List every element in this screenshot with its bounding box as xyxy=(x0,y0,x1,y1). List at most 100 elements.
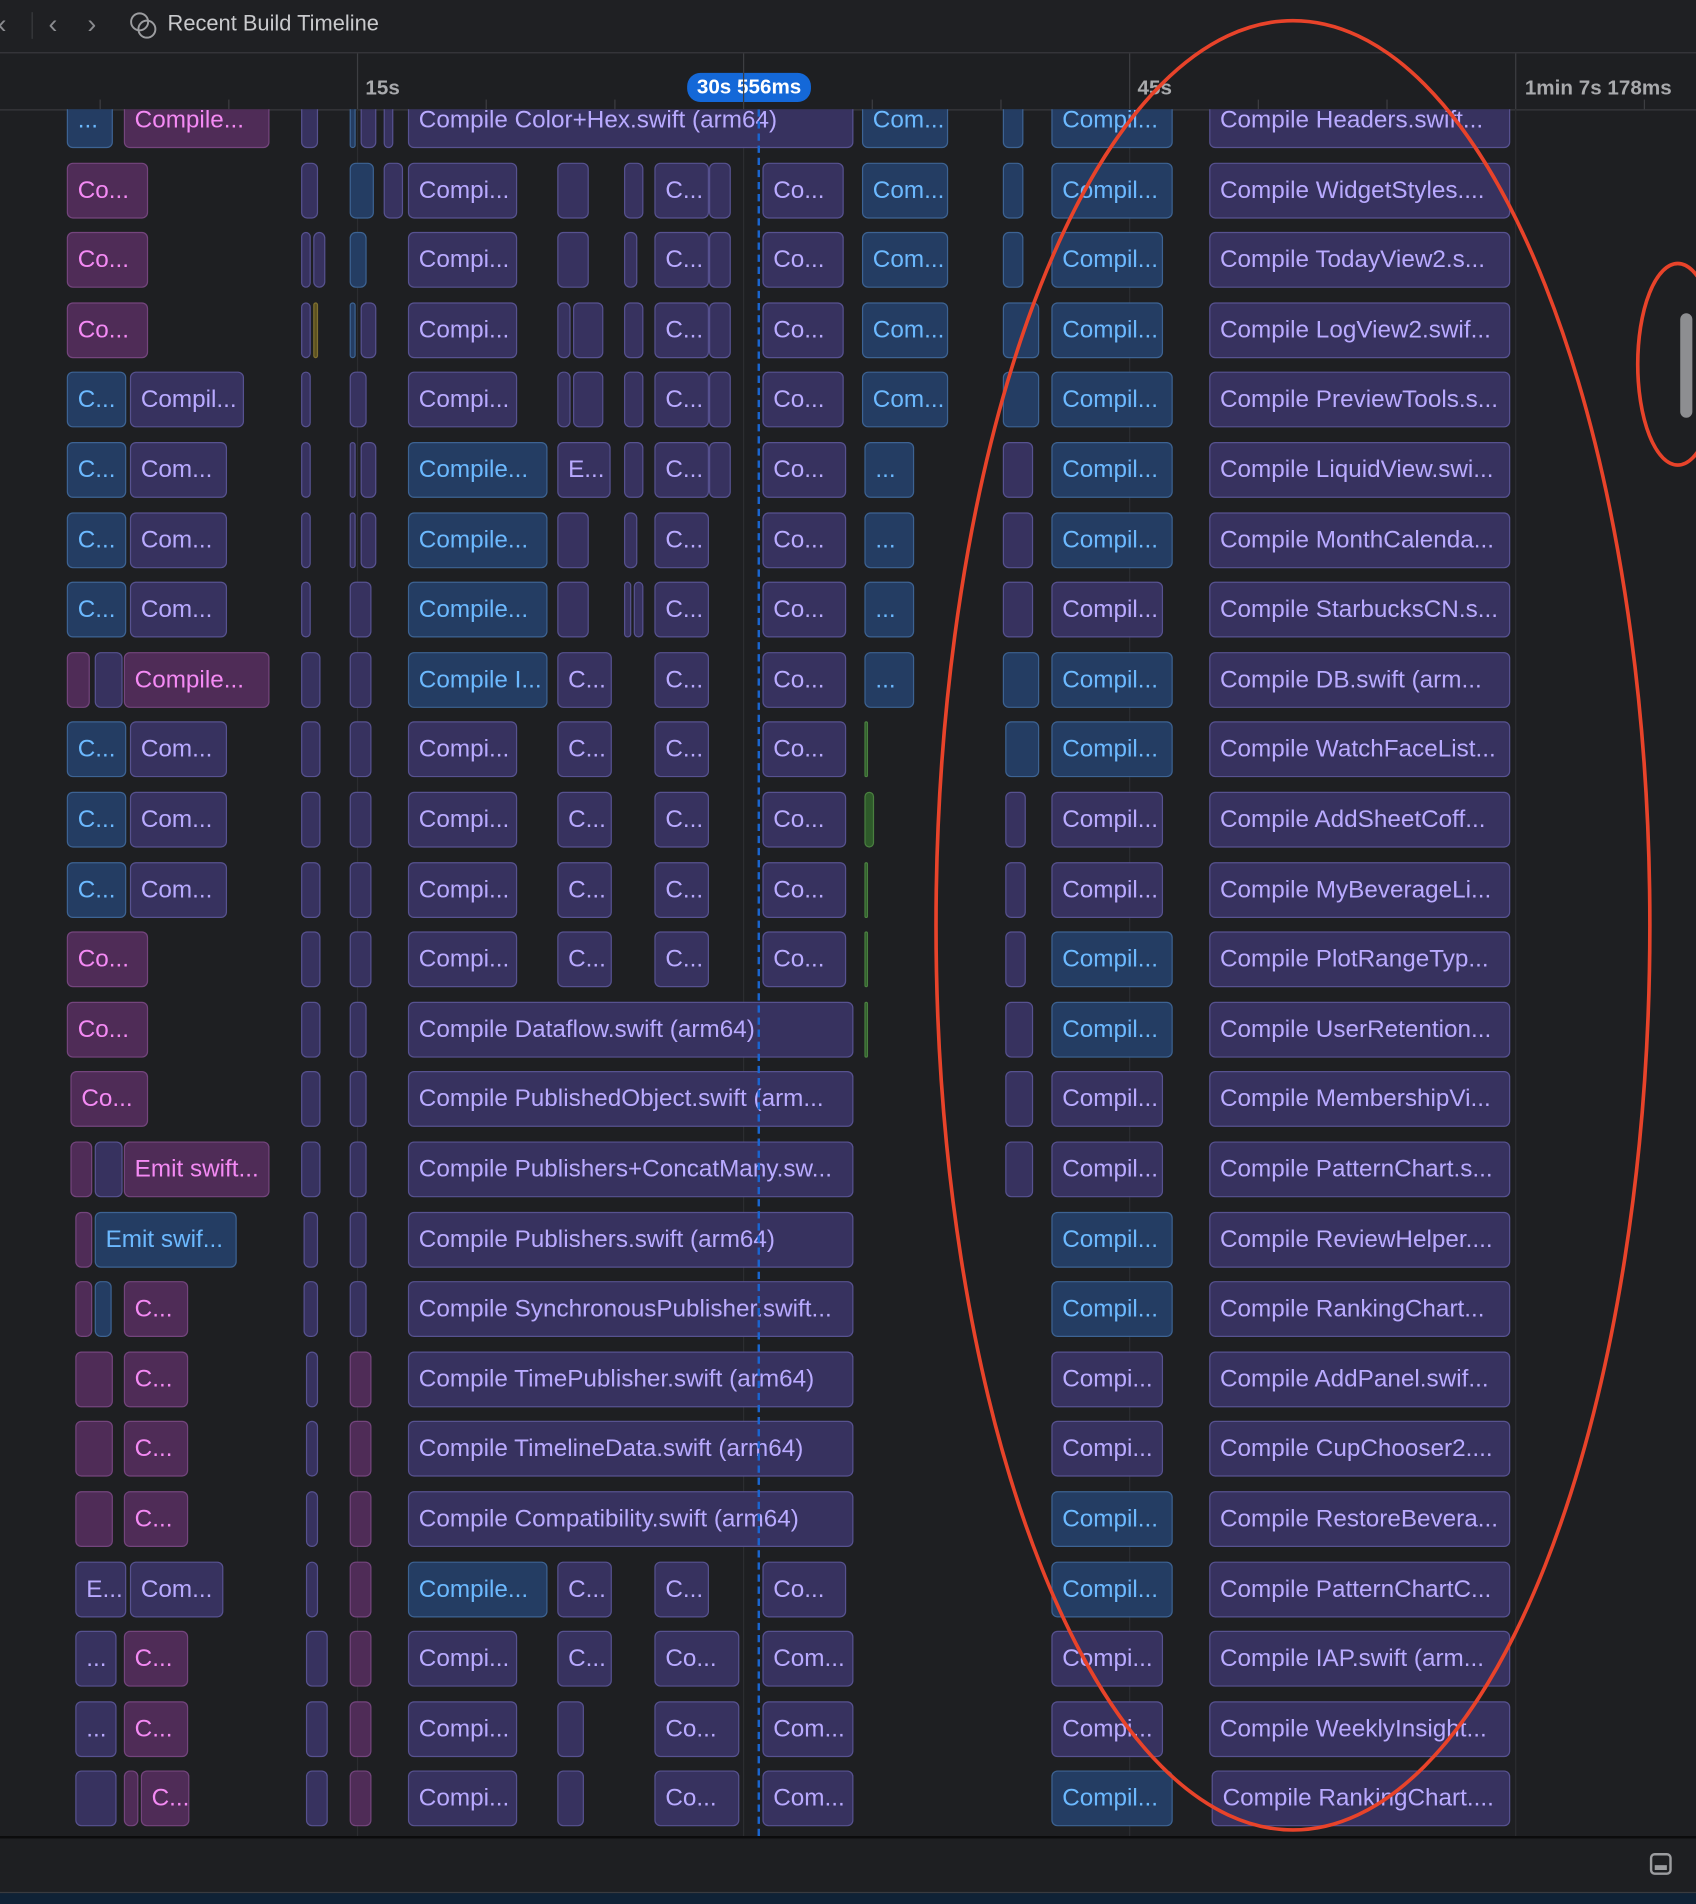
timeline-block-compile-task[interactable]: Compile PatternChart.s... xyxy=(1209,1141,1511,1198)
timeline-block-compile-task[interactable]: C... xyxy=(557,861,612,918)
timeline-block-compile-task[interactable]: Compile Headers.swift... xyxy=(1209,109,1511,149)
timeline-block-compile-task[interactable] xyxy=(349,721,372,778)
timeline-block-compile-task[interactable]: Co... xyxy=(66,162,149,219)
timeline-block-compile-task[interactable]: Compile AddSheetCoff... xyxy=(1209,791,1511,848)
timeline-block-compile-task[interactable]: Com... xyxy=(861,109,949,149)
timeline-block-compile-task[interactable]: C... xyxy=(123,1351,189,1408)
timeline-block-compile-task[interactable]: Compile TimePublisher.swift (arm64) xyxy=(407,1351,854,1408)
timeline-block-compile-task[interactable] xyxy=(301,442,311,498)
timeline-block-compile-task[interactable] xyxy=(349,1561,372,1617)
timeline-block-compile-task[interactable]: Compile Publishers+ConcatMany.sw... xyxy=(407,1141,854,1198)
timeline-block-compile-task[interactable] xyxy=(349,442,356,498)
timeline-block-compile-task[interactable] xyxy=(1002,162,1024,219)
timeline-block-compile-task[interactable]: Compi... xyxy=(407,721,518,778)
timeline-block-compile-task[interactable] xyxy=(349,162,374,219)
timeline-block-compile-task[interactable] xyxy=(1002,511,1034,568)
timeline-block-compile-task[interactable]: Compile WeeklyInsight... xyxy=(1209,1700,1511,1757)
timeline-block-compile-task[interactable] xyxy=(301,1071,321,1128)
timeline-block-compile-task[interactable] xyxy=(349,109,356,149)
timeline-block-compile-task[interactable]: Compile TodayView2.s... xyxy=(1209,232,1511,289)
timeline-block-compile-task[interactable] xyxy=(349,791,372,848)
timeline-block-compile-task[interactable]: Compi... xyxy=(407,861,518,918)
timeline-block-compile-task[interactable] xyxy=(349,1700,372,1757)
timeline-block-compile-task[interactable]: C... xyxy=(66,791,127,848)
timeline-block-compile-task[interactable]: Compil... xyxy=(1051,442,1173,498)
timeline-block-compile-task[interactable]: Compi... xyxy=(407,162,518,219)
timeline-block-compile-task[interactable] xyxy=(75,1770,117,1827)
timeline-block-compile-task[interactable] xyxy=(557,1700,584,1757)
timeline-block-compile-task[interactable] xyxy=(1005,791,1026,848)
timeline-block-compile-task[interactable]: ... xyxy=(864,511,915,568)
timeline-block-compile-task[interactable]: Com... xyxy=(129,791,227,848)
timeline-block-compile-task[interactable]: C... xyxy=(654,651,709,708)
timeline-block-compile-task[interactable] xyxy=(301,232,311,289)
timeline-block-task[interactable] xyxy=(864,791,875,848)
timeline-block-compile-task[interactable] xyxy=(1005,1001,1034,1058)
timeline-block-compile-task[interactable]: Co... xyxy=(762,581,847,638)
timeline-block-compile-task[interactable]: Co... xyxy=(762,651,847,708)
timeline-block-compile-task[interactable]: Compile... xyxy=(407,581,548,638)
timeline-block-compile-task[interactable]: C... xyxy=(557,651,612,708)
timeline-block-compile-task[interactable]: C... xyxy=(66,511,127,568)
timeline-block-compile-task[interactable] xyxy=(709,442,731,498)
timeline-block-compile-task[interactable] xyxy=(349,1491,372,1548)
timeline-block-compile-task[interactable]: C... xyxy=(557,1631,612,1687)
timeline-block-compile-task[interactable]: C... xyxy=(654,442,709,498)
timeline-block-compile-task[interactable] xyxy=(349,861,372,918)
timeline-block-compile-task[interactable] xyxy=(305,1770,328,1827)
timeline-block-task[interactable] xyxy=(864,1001,869,1058)
timeline-block-compile-task[interactable]: Compile Color+Hex.swift (arm64) xyxy=(407,109,854,149)
timeline-block-compile-task[interactable]: Compil... xyxy=(1051,1071,1164,1128)
timeline-block-compile-task[interactable]: Compil... xyxy=(129,372,244,428)
timeline-block-compile-task[interactable] xyxy=(349,651,372,708)
timeline-block-compile-task[interactable]: Compi... xyxy=(1051,1631,1164,1687)
timeline-block-compile-task[interactable]: Co... xyxy=(66,1001,149,1058)
timeline-block-compile-task[interactable]: Compile LogView2.swif... xyxy=(1209,302,1511,358)
timeline-block-compile-task[interactable] xyxy=(301,791,321,848)
timeline-block-compile-task[interactable]: Compile PatternChartC... xyxy=(1209,1561,1511,1617)
timeline-block-compile-task[interactable]: Compil... xyxy=(1051,232,1164,289)
timeline-block-compile-task[interactable]: Compile UserRetention... xyxy=(1209,1001,1511,1058)
timeline-block-compile-task[interactable]: Com... xyxy=(861,232,949,289)
timeline-block-compile-task[interactable]: Compile... xyxy=(407,511,548,568)
timeline-block-compile-task[interactable]: Compile DB.swift (arm... xyxy=(1209,651,1511,708)
timeline-block-compile-task[interactable] xyxy=(1002,372,1040,428)
timeline-block-compile-task[interactable] xyxy=(349,372,367,428)
timeline-block-compile-task[interactable] xyxy=(573,372,604,428)
timeline-block-compile-task[interactable]: Compi... xyxy=(1051,1700,1164,1757)
timeline-block-compile-task[interactable]: Emit swif... xyxy=(94,1211,237,1268)
timeline-block-compile-task[interactable] xyxy=(360,511,377,568)
timeline-block-compile-task[interactable]: Compile SynchronousPublisher.swift... xyxy=(407,1281,854,1338)
timeline-block-compile-task[interactable]: Compile... xyxy=(123,109,270,149)
timeline-block-compile-task[interactable]: C... xyxy=(654,791,709,848)
timeline-block-compile-task[interactable] xyxy=(301,162,319,219)
timeline-block-compile-task[interactable]: C... xyxy=(66,861,127,918)
timeline-block-compile-task[interactable]: C... xyxy=(557,791,612,848)
timeline-block-compile-task[interactable]: Com... xyxy=(129,581,227,638)
timeline-block-compile-task[interactable] xyxy=(301,511,311,568)
panel-toggle-icon[interactable] xyxy=(1649,1853,1672,1875)
timeline-block-compile-task[interactable] xyxy=(305,1561,319,1617)
timeline-block-compile-task[interactable]: Compil... xyxy=(1051,1211,1173,1268)
timeline-block-compile-task[interactable]: Co... xyxy=(762,162,844,219)
timeline-block-compile-task[interactable]: C... xyxy=(654,232,709,289)
timeline-block-compile-task[interactable] xyxy=(301,1001,321,1058)
timeline-block-compile-task[interactable]: Com... xyxy=(129,1561,224,1617)
timeline-block-compile-task[interactable] xyxy=(557,162,589,219)
timeline-block-compile-task[interactable] xyxy=(709,232,731,289)
timeline-block-compile-task[interactable] xyxy=(301,109,319,149)
timeline-block-compile-task[interactable]: Co... xyxy=(762,791,847,848)
timeline-block-compile-task[interactable]: Compi... xyxy=(407,232,518,289)
timeline-block-task[interactable] xyxy=(864,931,869,988)
timeline-block-compile-task[interactable]: Co... xyxy=(762,442,847,498)
timeline-block-compile-task[interactable] xyxy=(557,1770,584,1827)
timeline-block-compile-task[interactable]: Compil... xyxy=(1051,721,1173,778)
vertical-scrollbar[interactable] xyxy=(1680,313,1693,418)
timeline-block-compile-task[interactable] xyxy=(349,511,356,568)
timeline-block-compile-task[interactable]: Compil... xyxy=(1051,1281,1173,1338)
timeline-block-compile-task[interactable]: Emit swift... xyxy=(123,1141,270,1198)
timeline-block-compile-task[interactable] xyxy=(301,931,321,988)
timeline-block-compile-task[interactable] xyxy=(624,162,644,219)
timeline-block-compile-task[interactable] xyxy=(66,651,90,708)
timeline-block-compile-task[interactable] xyxy=(94,1281,112,1338)
